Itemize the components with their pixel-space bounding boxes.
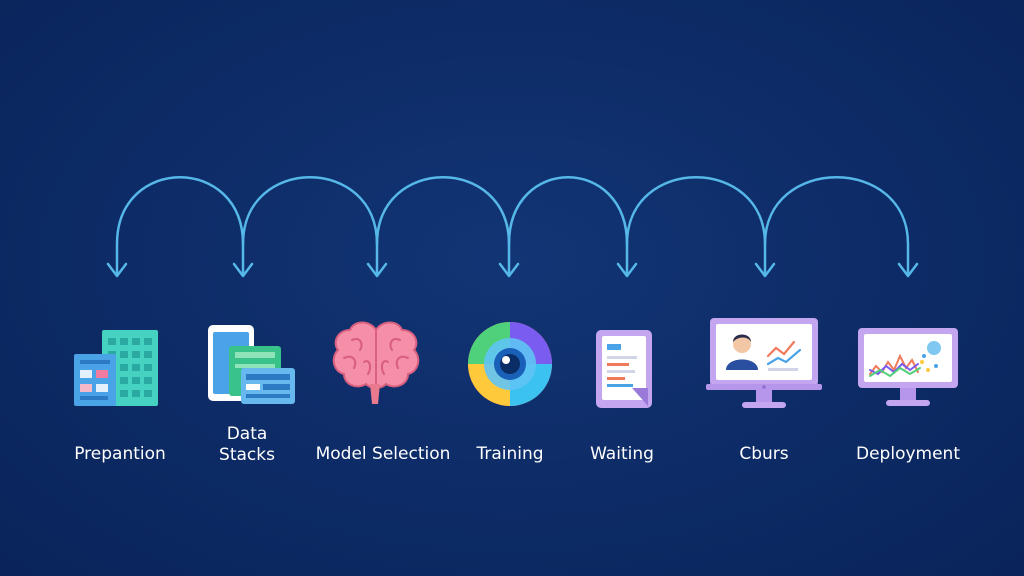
monitor-chart-icon [858, 328, 958, 406]
tablet-icon [596, 330, 652, 408]
eye-orb-icon [468, 322, 552, 406]
stage-label-model-selection: Model Selection [316, 444, 451, 465]
stage-label-waiting: Waiting [590, 444, 654, 465]
flow-arc-1 [115, 176, 245, 276]
stage-label-line: Waiting [590, 444, 654, 464]
building-icon [74, 330, 158, 406]
arrowhead-7 [897, 262, 919, 278]
stage-label-training: Training [476, 444, 543, 465]
arrowhead-3 [366, 262, 388, 278]
arrowhead-4 [498, 262, 520, 278]
arrowhead-2 [232, 262, 254, 278]
stage-label-line: Data [226, 424, 268, 444]
document-stack-icon [208, 325, 295, 404]
stage-label-preparation: Prepantion [74, 444, 166, 465]
stage-label-line: Training [476, 444, 544, 464]
flow-arc-2 [241, 176, 379, 276]
flow-arc-3 [375, 176, 511, 276]
brain-icon [332, 321, 420, 404]
stage-label-courses: Cburs [739, 444, 788, 465]
flow-arc-6 [763, 176, 910, 276]
stage-label-line: Cburs [739, 444, 789, 464]
flow-arc-4 [507, 176, 629, 276]
arrowhead-6 [754, 262, 776, 278]
arrowhead-5 [616, 262, 638, 278]
stage-label-line: Deployment [856, 444, 960, 464]
stage-label-line: Stacks [219, 445, 275, 465]
stage-label-data-stacks: Data Stacks [219, 424, 275, 466]
stage-label-deployment: Deployment [856, 444, 960, 465]
flow-arc-5 [625, 176, 767, 276]
arrowhead-1 [106, 262, 128, 278]
stage-label-line: Model Selection [315, 444, 451, 464]
stage-label-line: Prepantion [74, 444, 166, 464]
monitor-person-icon [706, 318, 822, 408]
